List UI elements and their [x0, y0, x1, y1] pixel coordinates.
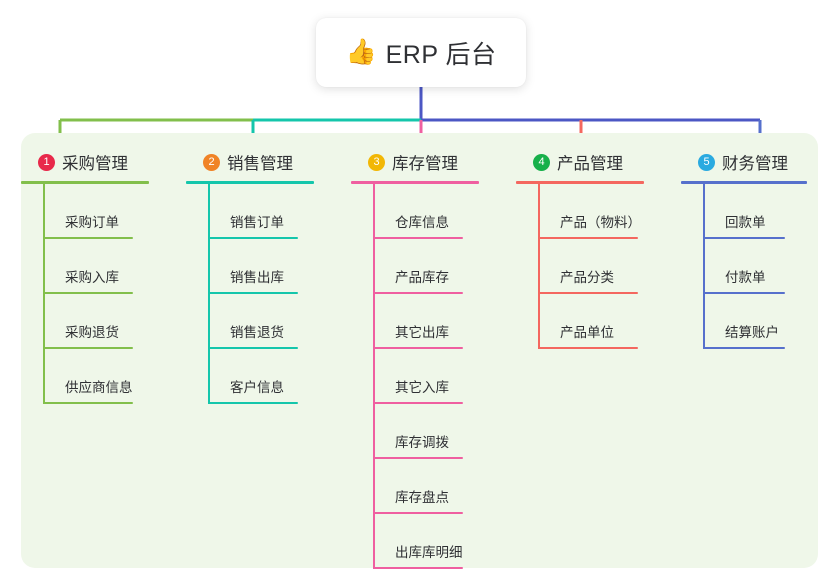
branch-item-rule	[373, 347, 463, 349]
branch-item-rule	[43, 402, 133, 404]
branch-column-1: 1 采购管理采购订单采购入库采购退货供应商信息	[21, 149, 171, 404]
branch-item-label: 出库库明细	[395, 545, 463, 560]
branch-item-label: 产品单位	[560, 325, 614, 340]
branch-badge-3: 3	[368, 153, 385, 171]
branch-item-label: 产品分类	[560, 270, 614, 285]
branch-item-rule	[538, 292, 638, 294]
branches-panel	[21, 133, 818, 568]
branch-title-1: 采购管理	[62, 155, 128, 173]
branch-title-4: 产品管理	[557, 155, 623, 173]
branch-spine-2	[208, 184, 210, 404]
branch-badge-5: 5	[698, 153, 715, 171]
branch-spine-4	[538, 184, 540, 349]
branch-item-label: 结算账户	[725, 325, 779, 340]
branch-item-label: 库存盘点	[395, 490, 449, 505]
branch-item-rule	[43, 292, 133, 294]
branch-badge-4: 4	[533, 153, 550, 171]
branch-item-label: 仓库信息	[395, 215, 449, 230]
thumbs-up-icon: 👍	[345, 38, 377, 66]
branch-column-5: 5 财务管理回款单付款单结算账户	[681, 149, 821, 349]
branch-item-rule	[208, 402, 298, 404]
branch-item-rule	[373, 402, 463, 404]
branch-header-4[interactable]: 4 产品管理	[516, 149, 666, 175]
branch-header-5[interactable]: 5 财务管理	[681, 149, 821, 175]
branch-item-label: 采购订单	[65, 215, 119, 230]
branch-item-rule	[538, 347, 638, 349]
branch-item-label: 销售订单	[230, 215, 284, 230]
branch-item-label: 销售退货	[230, 325, 284, 340]
branch-item-rule	[43, 237, 133, 239]
branch-title-3: 库存管理	[392, 155, 458, 173]
branch-rule-3	[351, 181, 479, 184]
branch-item-rule	[703, 347, 785, 349]
branch-item-rule	[373, 567, 463, 569]
branch-spine-5	[703, 184, 705, 349]
branch-column-4: 4 产品管理产品（物料） 产品分类产品单位	[516, 149, 666, 349]
branch-spine-3	[373, 184, 375, 569]
branch-item-rule	[703, 292, 785, 294]
branch-item-label: 其它出库	[395, 325, 449, 340]
branch-rule-1	[21, 181, 149, 184]
branch-badge-2: 2	[203, 153, 220, 171]
branch-item-label: 产品库存	[395, 270, 449, 285]
branch-title-2: 销售管理	[227, 155, 293, 173]
branch-header-3[interactable]: 3 库存管理	[351, 149, 501, 175]
branch-item-rule	[373, 512, 463, 514]
branch-item-label: 采购退货	[65, 325, 119, 340]
branch-item-label: 其它入库	[395, 380, 449, 395]
branch-rule-5	[681, 181, 807, 184]
branch-column-3: 3 库存管理仓库信息产品库存其它出库其它入库库存调拨库存盘点出库库明细	[351, 149, 501, 569]
branch-header-2[interactable]: 2 销售管理	[186, 149, 336, 175]
branch-item-label: 销售出库	[230, 270, 284, 285]
branch-column-2: 2 销售管理销售订单销售出库销售退货客户信息	[186, 149, 336, 404]
branch-item-rule	[208, 237, 298, 239]
branch-item-label: 产品（物料）	[560, 215, 641, 230]
branch-item-label: 采购入库	[65, 270, 119, 285]
branch-badge-1: 1	[38, 153, 55, 171]
branch-item-rule	[208, 347, 298, 349]
branch-item-rule	[373, 237, 463, 239]
branch-rule-4	[516, 181, 644, 184]
branch-item-rule	[208, 292, 298, 294]
branch-item-rule	[43, 347, 133, 349]
branch-title-5: 财务管理	[722, 155, 788, 173]
branch-item-label: 库存调拨	[395, 435, 449, 450]
branch-rule-2	[186, 181, 314, 184]
branch-item-rule	[373, 292, 463, 294]
branch-spine-1	[43, 184, 45, 404]
branch-item-rule	[703, 237, 785, 239]
branch-item-label: 客户信息	[230, 380, 284, 395]
branch-item-label: 付款单	[725, 270, 766, 285]
branch-item-label: 供应商信息	[65, 380, 133, 395]
branch-item-label: 回款单	[725, 215, 766, 230]
root-title: ERP 后台	[385, 40, 497, 69]
branch-item-rule	[373, 457, 463, 459]
branch-item-rule	[538, 237, 638, 239]
root-node[interactable]: 👍 ERP 后台	[316, 18, 526, 87]
branch-header-1[interactable]: 1 采购管理	[21, 149, 171, 175]
